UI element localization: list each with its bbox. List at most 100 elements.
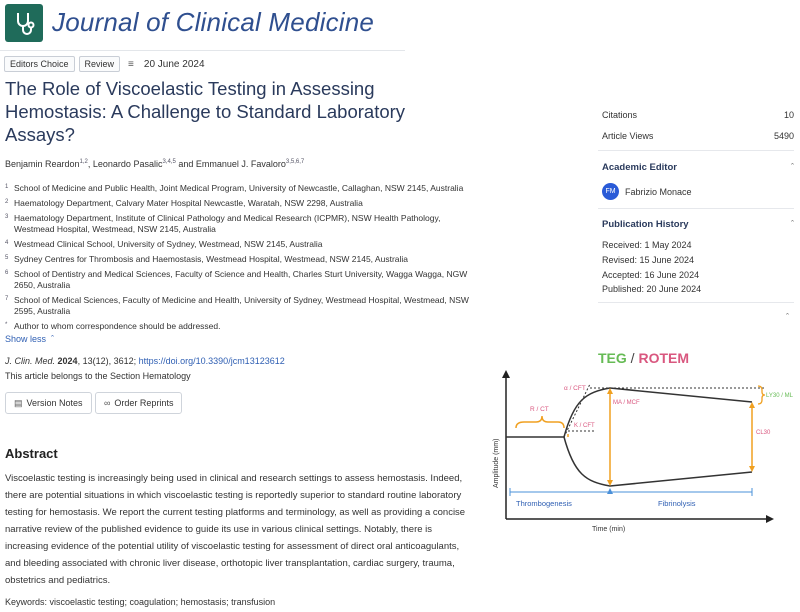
- k-cft-label: K / CFT: [574, 423, 595, 429]
- affiliation-number: 5: [5, 255, 9, 261]
- affiliation-item: 2 Haematology Department, Calvary Mater H…: [5, 198, 480, 209]
- figure-title-teg: TEG: [598, 350, 627, 366]
- version-notes-label: Version Notes: [26, 398, 83, 408]
- doi-link[interactable]: https://doi.org/10.3390/jcm13123612: [138, 356, 285, 366]
- author-affiliation-refs: 3,5,6,7: [285, 159, 305, 165]
- version-notes-button[interactable]: ▤ Version Notes: [5, 392, 92, 414]
- affiliation-text: Haematology Department, Calvary Mater Ho…: [14, 198, 363, 208]
- citations-label: Citations: [602, 110, 638, 120]
- open-access-icon: ≡: [128, 58, 134, 70]
- thrombogenesis-label: Thrombogenesis: [516, 499, 572, 508]
- affiliation-list: 1 School of Medicine and Public Health, J…: [5, 183, 480, 336]
- alpha-cft-label: α / CFT: [564, 385, 586, 392]
- arrow-down-icon: [749, 466, 755, 472]
- academic-editor-heading: Academic Editor: [602, 162, 677, 173]
- affiliation-item: 1 School of Medicine and Public Health, J…: [5, 183, 480, 194]
- abstract-heading: Abstract: [5, 446, 58, 461]
- arrow-up-icon: [749, 402, 755, 408]
- citation-line: J. Clin. Med. 2024, 13(12), 3612; https:…: [5, 356, 285, 366]
- affiliation-item: 5 Sydney Centres for Thrombosis and Haemo…: [5, 254, 480, 265]
- publication-history-heading: Publication History: [602, 219, 689, 230]
- author-name[interactable]: Leonardo Pasalic: [92, 159, 163, 169]
- author-affiliation-refs: 1,2: [79, 159, 88, 165]
- editors-choice-badge[interactable]: Editors Choice: [4, 56, 75, 72]
- article-views-value: 5490: [773, 131, 794, 141]
- order-reprints-button[interactable]: ∞ Order Reprints: [95, 392, 183, 414]
- chevron-up-icon: ˆ: [791, 162, 794, 172]
- x-axis-arrow-icon: [766, 515, 774, 523]
- publication-history-header[interactable]: Publication History ˆ: [602, 219, 794, 230]
- affiliation-number: 7: [5, 296, 9, 302]
- affiliation-text: Author to whom correspondence should be …: [14, 321, 221, 331]
- author-separator: ,: [87, 159, 93, 169]
- y-axis-title: Amplitude (mm): [493, 439, 500, 488]
- ly30-bracket: [757, 385, 766, 405]
- affiliation-number: 2: [5, 199, 9, 205]
- section-note: This article belongs to the Section Hema…: [5, 371, 191, 381]
- affiliation-number: *: [5, 322, 8, 328]
- document-icon: ▤: [14, 397, 23, 408]
- affiliation-text: School of Dentistry and Medical Sciences…: [14, 269, 468, 290]
- publication-date: 20 June 2024: [143, 58, 205, 70]
- history-item: Published: 20 June 2024: [602, 284, 702, 294]
- affiliation-number: 4: [5, 240, 9, 246]
- citation-journal: J. Clin. Med.: [5, 356, 56, 366]
- author-name[interactable]: Benjamin Reardon: [5, 159, 80, 169]
- y-axis-arrow-icon: [502, 370, 510, 378]
- r-ct-bracket: [515, 415, 565, 429]
- upper-trace: [563, 387, 753, 438]
- affiliation-text: Sydney Centres for Thrombosis and Haemos…: [14, 254, 409, 264]
- affiliation-text: Haematology Department, Institute of Cli…: [14, 213, 441, 234]
- chevron-up-icon: ˆ: [48, 334, 55, 344]
- author-affiliation-refs: 3,4,5: [162, 159, 176, 165]
- r-ct-label: R / CT: [530, 406, 549, 413]
- sidebar-divider: [598, 302, 794, 303]
- affiliation-item: * Author to whom correspondence should be…: [5, 321, 480, 332]
- figure-title-separator: /: [630, 350, 635, 366]
- affiliation-number: 1: [5, 184, 9, 190]
- article-badges: Editors Choice Review ≡ 20 June 2024: [4, 56, 205, 72]
- arrow-up-icon: [607, 388, 613, 394]
- article-title: The Role of Viscoelastic Testing in Asse…: [5, 78, 406, 145]
- journal-logo[interactable]: [5, 4, 43, 42]
- ly30-label: LY30 / ML: [766, 393, 794, 399]
- header-divider: [0, 50, 405, 51]
- editor-name: Fabrizio Monace: [625, 186, 692, 197]
- chevron-up-icon[interactable]: ˆ: [786, 312, 789, 322]
- abstract-text: Viscoelastic testing is increasingly bei…: [5, 473, 466, 586]
- affiliation-item: 3 Haematology Department, Institute of Cl…: [5, 213, 480, 235]
- avatar: FM: [602, 183, 619, 200]
- academic-editor[interactable]: FM Fabrizio Monace: [602, 183, 692, 200]
- journal-name[interactable]: Journal of Clinical Medicine: [52, 7, 375, 37]
- cl30-label: CL30: [756, 430, 771, 436]
- ma-mcf-label: MA / MCF: [613, 400, 640, 406]
- x-axis-title: Time (min): [592, 526, 625, 533]
- affiliation-text: School of Medical Sciences, Faculty of M…: [14, 295, 469, 316]
- affiliation-item: 7 School of Medical Sciences, Faculty of …: [5, 295, 480, 317]
- academic-editor-header[interactable]: Academic Editor ˆ: [602, 162, 794, 173]
- citations-metric[interactable]: Citations 10: [602, 110, 794, 120]
- citation-volume: , 13(12), 3612;: [77, 356, 137, 366]
- lower-trace: [563, 436, 753, 487]
- citations-value: 10: [783, 110, 794, 120]
- article-views-label: Article Views: [602, 131, 654, 141]
- show-less-label: Show less: [5, 334, 47, 344]
- order-reprints-label: Order Reprints: [114, 398, 174, 408]
- affiliation-text: School of Medicine and Public Health, Jo…: [14, 183, 464, 193]
- show-less-toggle[interactable]: Show less ˆ: [5, 334, 54, 344]
- article-views-metric[interactable]: Article Views 5490: [602, 131, 794, 141]
- author-list: Benjamin Reardon1,2, Leonardo Pasalic3,4…: [5, 159, 304, 169]
- chevron-up-icon: ˆ: [791, 219, 794, 229]
- book-icon: ∞: [104, 398, 111, 408]
- phase-split-marker: [607, 488, 613, 494]
- review-badge[interactable]: Review: [78, 56, 121, 72]
- teg-rotem-diagram[interactable]: R / CT α / CFT K / CFT MA / MCF CL30 LY3…: [486, 370, 798, 534]
- fibrinolysis-label: Fibrinolysis: [658, 499, 696, 508]
- history-item: Received: 1 May 2024: [602, 240, 692, 250]
- affiliation-number: 6: [5, 270, 9, 276]
- affiliation-number: 3: [5, 214, 9, 220]
- author-name[interactable]: Emmanuel J. Favaloro: [195, 159, 286, 169]
- stethoscope-icon: [17, 13, 35, 35]
- author-conjunction: and: [175, 159, 196, 169]
